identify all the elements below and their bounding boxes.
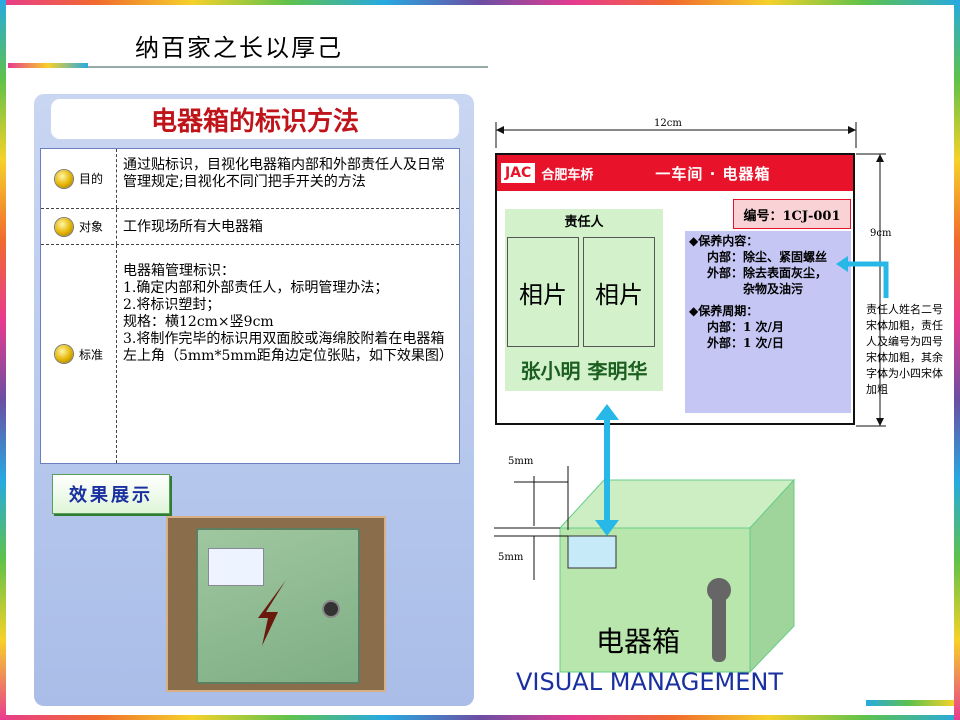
table-row: 标准 电器箱管理标识： 1.确定内部和外部责任人，标明管理办法； 2.将标识塑封… [41, 245, 459, 463]
maintenance-line: 杂物及油污 [743, 282, 804, 296]
maintenance-line: 外部：1 次/日 [707, 336, 784, 350]
maintenance-box: ◆保养内容： 内部：除尘、紧固螺丝 外部：除去表面灰尘， 杂物及油污 ◆保养周期… [685, 231, 851, 413]
slogan-color-bar [8, 63, 88, 68]
width-dimension [495, 122, 857, 148]
jac-logo: JAC [501, 163, 536, 183]
offset-label-left: 5mm [498, 552, 524, 563]
rainbow-border-left [0, 0, 6, 720]
number-box: 编号：1CJ-001 [733, 199, 851, 229]
photo-placeholder: 相片 [507, 237, 579, 347]
box-label: 电器箱 [596, 625, 681, 658]
standard-line: 1.确定内部和外部责任人，标明管理办法； [123, 280, 389, 296]
maintenance-line: 内部：1 次/月 [707, 320, 784, 334]
sign-template: JAC 合肥车桥 一车间 · 电器箱 编号：1CJ-001 责任人 相片 相片 … [495, 153, 855, 425]
maintenance-line: 内部：除尘、紧固螺丝 [707, 250, 828, 264]
rainbow-border-right [954, 0, 960, 720]
table-row: 对象 工作现场所有大电器箱 [41, 209, 459, 245]
page-title: 电器箱的标识方法 [150, 106, 359, 137]
title-banner: 电器箱的标识方法 [50, 98, 460, 140]
lightning-icon [258, 580, 286, 646]
footer-title: VISUAL MANAGEMENT [516, 668, 784, 696]
slogan-divider [8, 66, 488, 68]
method-table: 目的 通过贴标识，目视化电器箱内部和外部责任人及日常管理规定;目视化不同门把手开… [40, 148, 460, 464]
photo-sticker [208, 548, 264, 586]
pointer-arrow-icon [836, 256, 889, 298]
electric-box-photo [166, 516, 386, 692]
company-name: 合肥车桥 [541, 167, 594, 183]
workshop-label: 一车间 · 电器箱 [655, 164, 771, 183]
row-label: 对象 [79, 220, 104, 234]
maintenance-line: ◆保养周期： [689, 304, 759, 318]
photo-placeholder: 相片 [583, 237, 655, 347]
row-label-cell: 标准 [41, 245, 117, 463]
standard-content: 电器箱管理标识： 1.确定内部和外部责任人，标明管理办法； 2.将标识塑封； 规… [123, 263, 453, 365]
gold-bullet-icon [55, 169, 73, 188]
maintenance-line: 外部：除去表面灰尘， [707, 266, 828, 280]
gold-bullet-icon [55, 345, 73, 363]
row-content: 工作现场所有大电器箱 [123, 219, 263, 235]
rainbow-border-bottom [0, 715, 960, 720]
electric-box-diagram [494, 466, 796, 674]
row-label-cell: 目的 [41, 149, 117, 208]
effect-badge: 效果展示 [52, 474, 170, 514]
row-label-cell: 对象 [41, 209, 117, 244]
row-label: 标准 [79, 347, 104, 362]
maintenance-line: ◆保养内容： [689, 234, 759, 248]
height-label: 9cm [870, 228, 892, 239]
width-label: 12cm [654, 118, 682, 129]
page-slogan: 纳百家之长以厚己 [135, 34, 343, 62]
row-content: 通过贴标识，目视化电器箱内部和外部责任人及日常管理规定;目视化不同门把手开关的方… [123, 157, 445, 190]
standard-line: 规格：横12cm×竖9cm [123, 314, 274, 330]
standard-line: 2.将标识塑封； [123, 297, 221, 313]
row-label: 目的 [79, 172, 104, 186]
font-note: 责任人姓名二号宋体加粗，责任人及编号为四号宋体加粗，其余字体为小四宋体加粗 [866, 303, 943, 396]
standard-line: 电器箱管理标识： [123, 263, 235, 279]
sign-header: JAC 合肥车桥 一车间 · 电器箱 [497, 155, 853, 191]
table-row: 目的 通过贴标识，目视化电器箱内部和外部责任人及日常管理规定;目视化不同门把手开… [41, 149, 459, 209]
standard-line: 3.将制作完毕的标识用双面胶或海绵胶附着在电器箱左上角（5mm*5mm距角边定位… [123, 331, 453, 364]
rainbow-border-top [0, 0, 960, 5]
corner-color-bar [866, 700, 954, 706]
responsible-names: 张小明 李明华 [520, 359, 648, 383]
lock-icon [322, 600, 340, 618]
offset-label-top: 5mm [508, 456, 534, 467]
height-dimension [856, 153, 886, 427]
double-arrow-icon [595, 404, 619, 536]
gold-bullet-icon [55, 217, 73, 236]
responsible-box: 责任人 相片 相片 张小明 李明华 [505, 209, 663, 391]
responsible-title: 责任人 [564, 215, 604, 230]
